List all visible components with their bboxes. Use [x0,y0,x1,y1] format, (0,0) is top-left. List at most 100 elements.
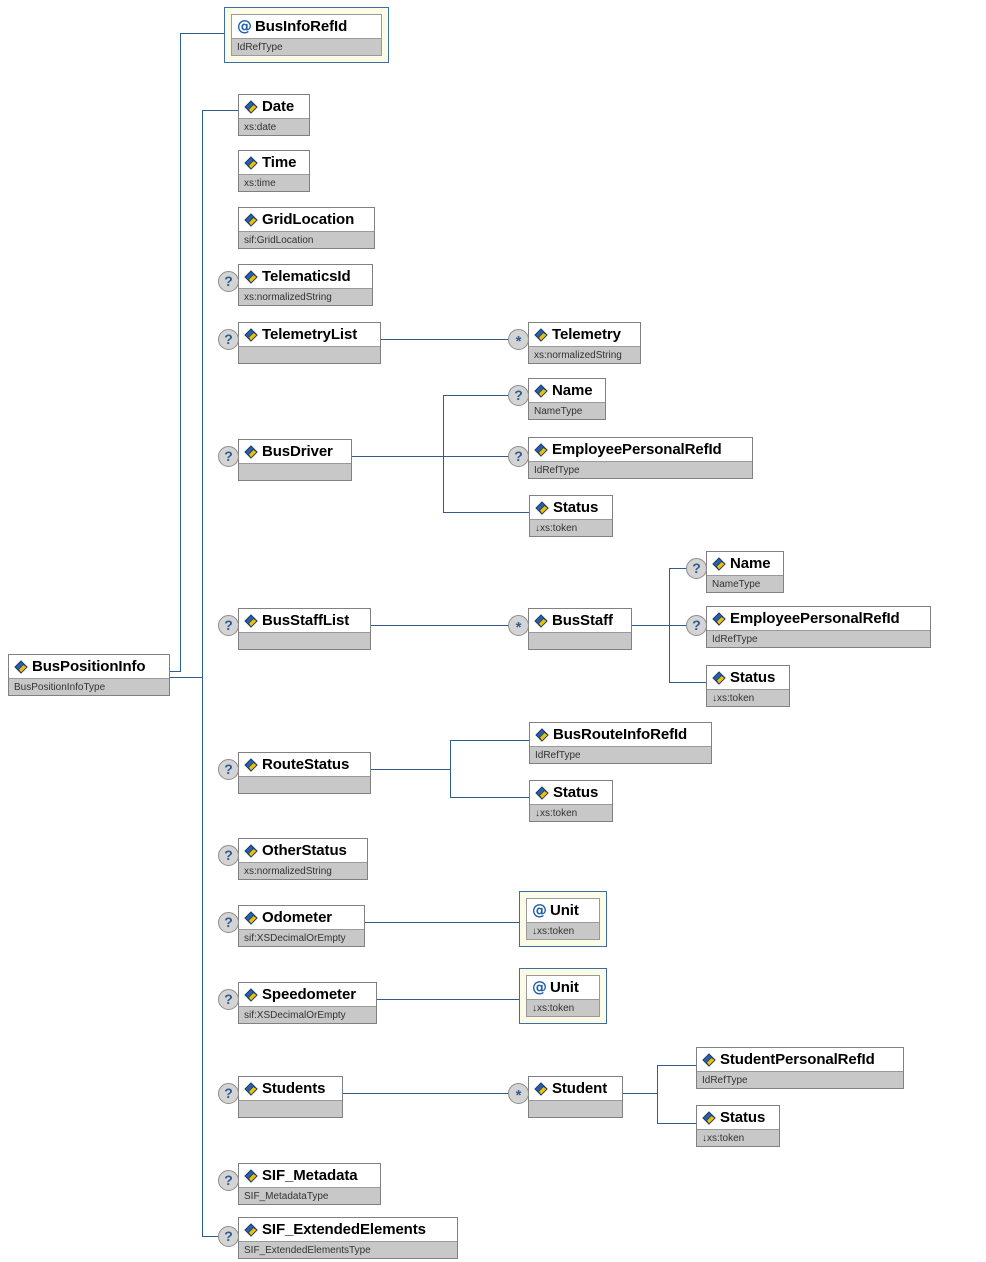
connector-busdriver-status [443,512,530,513]
node-odometer[interactable]: Odometer sif:XSDecimalOrEmpty [238,905,365,947]
node-telematicsid[interactable]: TelematicsId xs:normalizedString [238,264,373,306]
connector-student-status [657,1123,697,1124]
element-icon [244,843,258,858]
cardinality-marker-optional: ? [218,912,239,933]
element-icon [244,327,258,342]
connector-speedometer-unit [377,999,519,1000]
node-sif-extendedelements[interactable]: SIF_ExtendedElements SIF_ExtendedElement… [238,1217,458,1259]
element-icon [535,785,549,800]
element-icon [534,442,548,457]
node-type [239,346,380,363]
node-label: BusPositionInfo [32,657,146,675]
node-sif-metadata[interactable]: SIF_Metadata SIF_MetadataType [238,1163,381,1205]
node-studentpersonalrefid[interactable]: StudentPersonalRefId IdRefType [696,1047,904,1089]
cardinality-marker-optional: ? [686,558,707,579]
element-icon [712,670,726,685]
node-type: xs:normalizedString [239,288,372,305]
node-busdriver-employeepersonalrefid[interactable]: EmployeePersonalRefId IdRefType [528,437,753,479]
node-odometer-unit[interactable]: @ Unit ↓xs:token [519,891,607,947]
node-type: SIF_MetadataType [239,1187,380,1204]
node-label: Students [262,1079,326,1097]
node-busstaff-name[interactable]: Name NameType [706,551,784,593]
connector-routestatus-busrouteinfo [450,740,530,741]
node-type [239,1100,342,1117]
node-label: Name [552,381,593,399]
node-businforefid[interactable]: @ BusInfoRefId IdRefType [224,7,389,63]
node-label: TelemetryList [262,325,358,343]
connector-busstaff-out [632,625,670,626]
node-type: sif:XSDecimalOrEmpty [239,1006,376,1023]
connector-student-personalref [657,1065,697,1066]
node-telemetry[interactable]: Telemetry xs:normalizedString [528,322,641,364]
node-otherstatus[interactable]: OtherStatus xs:normalizedString [238,838,368,880]
node-gridlocation[interactable]: GridLocation sif:GridLocation [238,207,375,249]
node-routestatus[interactable]: RouteStatus [238,752,371,794]
node-busstaff-employeepersonalrefid[interactable]: EmployeePersonalRefId IdRefType [706,606,931,648]
element-icon [534,1081,548,1096]
node-type: ↓xs:token [527,999,599,1016]
node-telemetrylist[interactable]: TelemetryList [238,322,381,364]
node-label: Speedometer [262,985,356,1003]
attribute-icon: @ [532,977,547,996]
node-type: ↓xs:token [530,519,612,536]
connector-student-out [623,1093,658,1094]
node-label: StudentPersonalRefId [720,1050,875,1068]
node-type: sif:GridLocation [239,231,374,248]
element-icon [244,212,258,227]
cardinality-marker-optional: ? [218,446,239,467]
attribute-icon: @ [237,16,252,35]
connector-telemetrylist-telemetry [381,339,512,340]
node-busdriver-status[interactable]: Status ↓xs:token [529,495,613,537]
node-busstaff-status[interactable]: Status ↓xs:token [706,665,790,707]
node-label: SIF_ExtendedElements [262,1220,426,1238]
node-type: ↓xs:token [527,922,599,939]
cardinality-marker-optional: ? [218,845,239,866]
node-type [239,776,370,793]
node-busdriver[interactable]: BusDriver [238,439,352,481]
element-icon [14,659,28,674]
node-speedometer-unit[interactable]: @ Unit ↓xs:token [519,968,607,1024]
node-type [529,632,631,649]
node-busstaff[interactable]: BusStaff [528,608,632,650]
connector-busdriver-employee [443,456,512,457]
node-speedometer[interactable]: Speedometer sif:XSDecimalOrEmpty [238,982,377,1024]
node-date[interactable]: Date xs:date [238,94,310,136]
node-students[interactable]: Students [238,1076,343,1118]
node-label: SIF_Metadata [262,1166,358,1184]
node-busrouteinforefid[interactable]: BusRouteInfoRefId IdRefType [529,722,712,764]
node-type: NameType [529,402,605,419]
connector-busstafflist-busstaff [371,625,512,626]
node-label: Date [262,97,295,115]
node-busstafflist[interactable]: BusStaffList [238,608,371,650]
connector-busdriver-name [443,395,512,396]
cardinality-marker-optional: ? [508,385,529,406]
node-busdriver-name[interactable]: Name NameType [528,378,606,420]
node-type: IdRefType [529,461,752,478]
element-icon [534,613,548,628]
node-label: Status [553,783,599,801]
node-student-status[interactable]: Status ↓xs:token [696,1105,780,1147]
node-label: Status [730,668,776,686]
node-label: GridLocation [262,210,355,228]
cardinality-marker-repeating: * [508,1083,529,1104]
node-student[interactable]: Student [528,1076,623,1118]
node-type: IdRefType [707,630,930,647]
node-routestatus-status[interactable]: Status ↓xs:token [529,780,613,822]
element-icon [535,727,549,742]
cardinality-marker-optional: ? [218,615,239,636]
node-type: xs:date [239,118,309,135]
node-type: sif:XSDecimalOrEmpty [239,929,364,946]
node-time[interactable]: Time xs:time [238,150,310,192]
connector-student-spine [657,1065,658,1123]
cardinality-marker-optional: ? [686,615,707,636]
node-label: Telemetry [552,325,621,343]
connector-root-attribute-vertical [180,33,181,671]
node-type: ↓xs:token [707,689,789,706]
element-icon [244,910,258,925]
element-icon [244,1168,258,1183]
element-icon [244,613,258,628]
element-icon [244,757,258,772]
node-type: ↓xs:token [697,1129,779,1146]
node-buspositioninfo[interactable]: BusPositionInfo BusPositionInfoType [8,654,170,696]
